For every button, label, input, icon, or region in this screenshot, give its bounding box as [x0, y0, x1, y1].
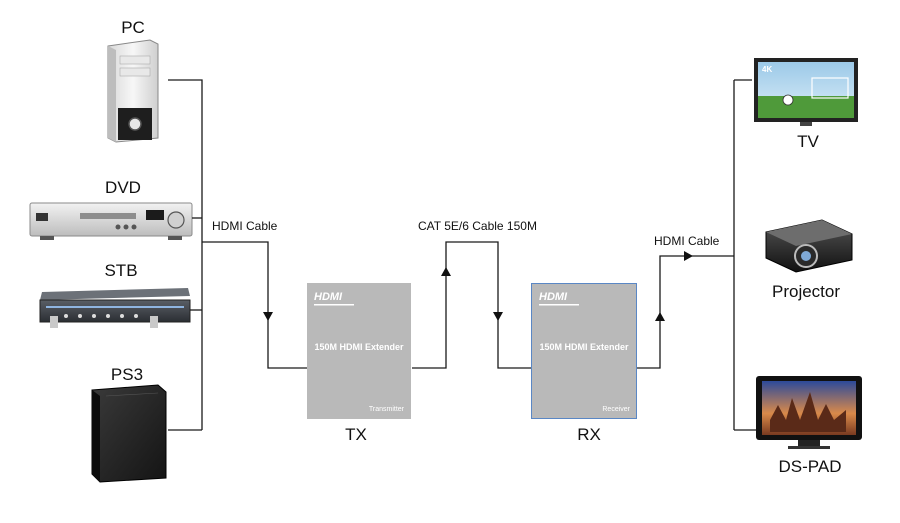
tx-box-body: [307, 283, 411, 419]
tv-label: TV: [797, 132, 819, 151]
rx-subtitle: Receiver: [602, 406, 630, 413]
dvd-label: DVD: [105, 178, 141, 197]
projector-label: Projector: [772, 282, 840, 301]
hdmi-cable-input-label: HDMI Cable: [212, 219, 278, 233]
tv-icon: 4K: [754, 58, 858, 126]
cat-cable-label: CAT 5E/6 Cable 150M: [418, 219, 537, 233]
ds-pad-display-icon: [756, 376, 862, 449]
tx-title: 150M HDMI Extender: [314, 342, 404, 352]
output-hdmi-wiring: [637, 79, 756, 431]
rx-hdmi-logo: HDMI: [539, 291, 568, 303]
tx-hdmi-logo: HDMI: [314, 291, 343, 303]
rx-title: 150M HDMI Extender: [539, 342, 629, 352]
rx-caption: RX: [577, 425, 601, 444]
rx-logo-underline: [539, 304, 579, 306]
tx-caption: TX: [345, 425, 367, 444]
tx-subtitle: Transmitter: [369, 406, 405, 413]
rx-box-body: [531, 283, 637, 419]
ds-pad-label: DS-PAD: [779, 457, 842, 476]
rx-box-border: [531, 283, 637, 419]
hdmi-cable-output-label: HDMI Cable: [654, 234, 720, 248]
stb-label: STB: [104, 261, 137, 280]
ps3-label: PS3: [111, 365, 143, 384]
pc-tower-icon: [107, 39, 159, 143]
cat-cable-wiring: [412, 241, 531, 369]
dvd-player-icon: [29, 202, 193, 240]
tv-4k-badge: 4K: [762, 65, 772, 74]
set-top-box-icon: [39, 288, 191, 328]
tx-extender-box: HDMI 150M HDMI Extender Transmitter: [307, 283, 411, 419]
source-hdmi-wiring: [168, 79, 307, 431]
tx-logo-underline: [314, 304, 354, 306]
ps3-console-icon: [91, 384, 167, 483]
projector-icon: [765, 219, 853, 273]
pc-label: PC: [121, 18, 145, 37]
rx-extender-box: HDMI 150M HDMI Extender Receiver: [531, 283, 637, 419]
